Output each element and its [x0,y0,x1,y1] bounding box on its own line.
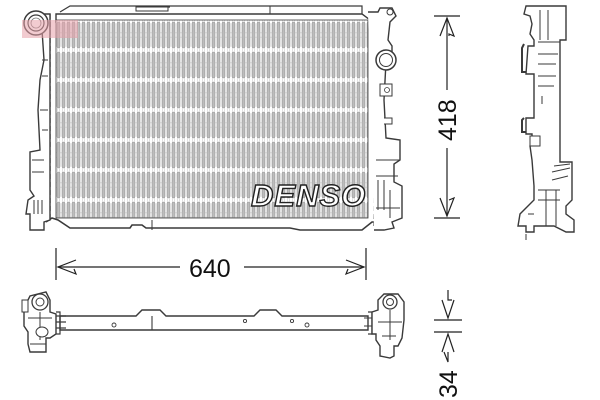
watermark [22,20,78,38]
bottom-tank [45,217,380,231]
left-side-tank [23,10,51,231]
depth-value: 34 [435,370,463,398]
front-view: DENSO [23,5,403,231]
arrow-up-icon [441,332,455,353]
arrow-up-icon [439,16,456,38]
arrow-left-icon [56,259,78,276]
outlet-port-icon [375,49,397,71]
height-value: 418 [434,99,462,141]
arrow-down-icon [441,299,455,320]
brand-logo: DENSO [251,178,366,213]
arrow-right-icon [344,259,366,276]
side-view [517,5,575,240]
bottom-view [21,291,405,359]
height-dimension: 418 [434,15,462,219]
width-value: 640 [189,255,231,283]
arrow-down-icon [439,196,456,218]
depth-dimension: 34 [434,290,463,398]
width-dimension: 640 [55,248,367,283]
right-side-tank [368,7,403,231]
